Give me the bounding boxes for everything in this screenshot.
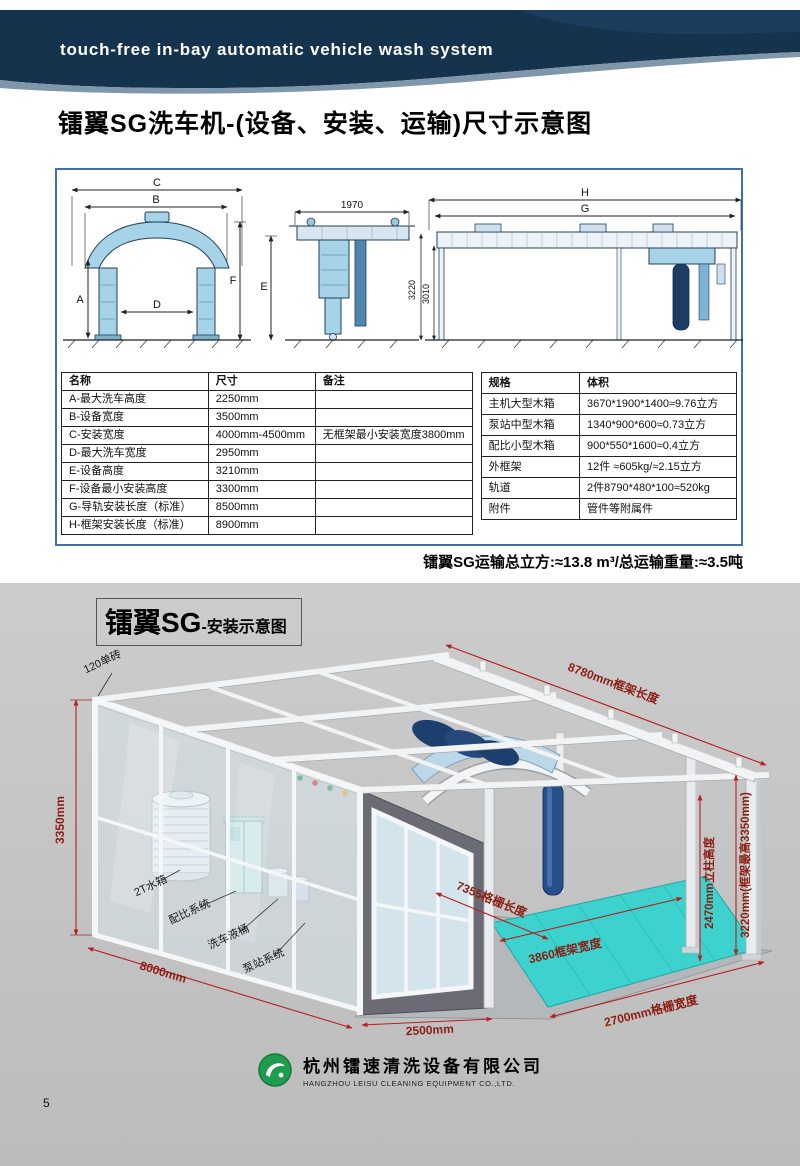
footer: 杭州镭速清洗设备有限公司 HANGZHOU LEISU CLEANING EQU… [0, 1052, 800, 1088]
brick-label: 120单砖 [81, 647, 123, 677]
dim-d-label: D [153, 299, 161, 311]
glass-wall [92, 696, 363, 1015]
col-name: 名称 [61, 372, 209, 391]
column-height-label: 2470mm立柱高度 [702, 836, 716, 929]
dim-3220-label: 3220 [407, 280, 417, 300]
dim-a-label: A [76, 294, 84, 306]
leader-lines [97, 672, 306, 957]
table-row: 附件管件等附属件 [480, 498, 738, 520]
dimension-drawings: C B D A [63, 177, 743, 349]
page-title: 镭翼SG洗车机-(设备、安装、运输)尺寸示意图 [58, 110, 593, 138]
banner-title: touch-free in-bay automatic vehicle wash… [60, 40, 494, 59]
company-name-en: HANGZHOU LEISU CLEANING EQUIPMENT CO.,LT… [303, 1079, 516, 1088]
dimension-box: C B D A [55, 168, 743, 546]
dim-b-label: B [152, 194, 159, 206]
table-row: H-框架安装长度（标准）8900mm [61, 516, 473, 535]
elevation-drawing [419, 197, 743, 349]
dim-1970-label: 1970 [341, 200, 364, 211]
banner-accent [520, 10, 800, 34]
banner-dark-swoosh [0, 10, 800, 89]
dim-3010-label: 3010 [421, 284, 431, 304]
col-volume: 体积 [578, 372, 738, 394]
installation-isometric: 120单砖 8780mm框架长度 3350mm 2T水箱 配比系统 洗车液桶 泵… [53, 644, 773, 1038]
table-header-row: 规格 体积 [480, 372, 738, 394]
frame-height-label: 3220mm(框架最高3350mm) [738, 792, 752, 938]
company-name-cn: 杭州镭速清洗设备有限公司 [303, 1057, 543, 1076]
dosing-cabinet [223, 816, 265, 894]
table-header-row: 名称 尺寸 备注 [61, 372, 473, 391]
header-banner [0, 10, 800, 94]
install-title-sub: -安装示意图 [201, 619, 287, 636]
front-view-drawing [63, 187, 251, 349]
left-height-label: 3350mm [53, 796, 67, 844]
install-title: 镭翼SG -安装示意图 [96, 598, 302, 646]
banner-light-swoosh [0, 52, 800, 94]
transport-summary: 镭翼SG运输总立方:≈13.8 m³/总运输重量:≈3.5吨 [423, 554, 743, 571]
col-note: 备注 [314, 372, 473, 391]
side-view-drawing [234, 209, 419, 349]
dim-c-label: C [153, 177, 161, 189]
rail-fittings [297, 775, 348, 796]
side-brush [542, 782, 564, 896]
page-number: 5 [43, 1096, 50, 1110]
table-row: G-导轨安装长度（标准）8500mm [61, 498, 473, 517]
col-spec: 规格 [480, 372, 580, 394]
floor-length-label: 8000mm [138, 958, 188, 985]
dim-g-label: G [581, 203, 590, 215]
dim-h-label: H [581, 187, 589, 199]
frame-length-label: 8780mm框架长度 [566, 659, 662, 707]
company-logo-icon [258, 1053, 292, 1087]
front-width-label: 2500mm [405, 1022, 454, 1038]
dim-e-label: E [260, 281, 267, 293]
install-title-main: 镭翼SG [105, 607, 202, 638]
col-size: 尺寸 [207, 372, 316, 391]
dim-f-label: F [230, 275, 237, 287]
dimension-lines [70, 644, 767, 1029]
end-wall [359, 789, 489, 1016]
